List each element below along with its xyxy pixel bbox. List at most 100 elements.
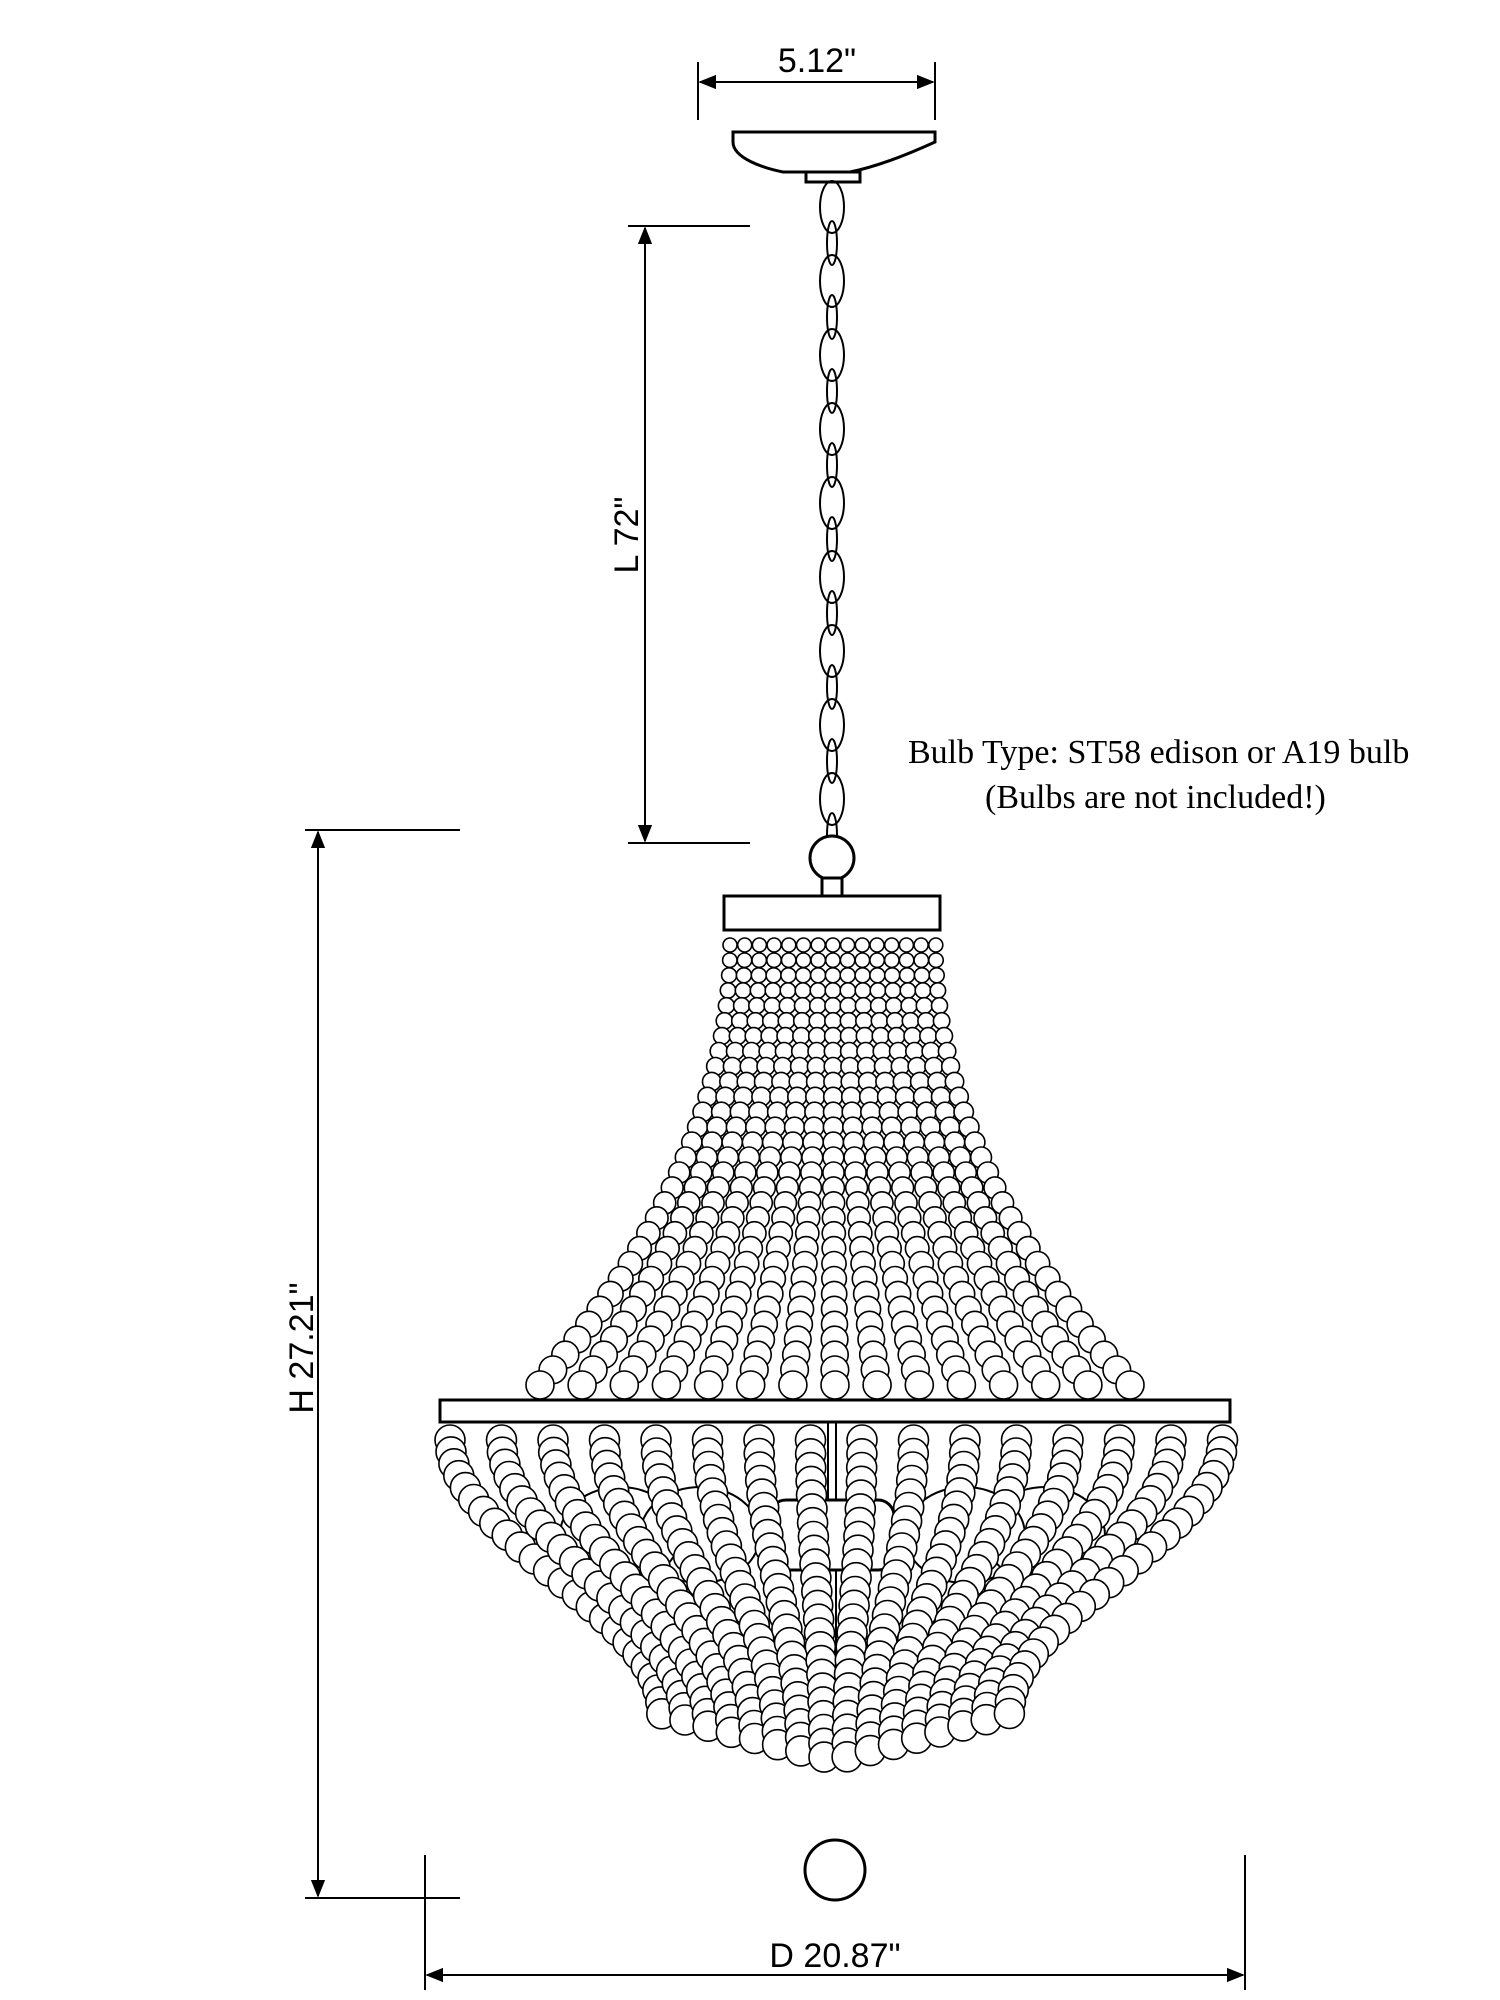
bead (744, 1026, 763, 1046)
bead (913, 937, 929, 953)
bead (721, 952, 738, 969)
bottom-finial (803, 1838, 867, 1902)
bead (854, 996, 873, 1015)
bead (735, 966, 753, 984)
bead (932, 1011, 951, 1030)
chain-link (826, 294, 838, 340)
bead (884, 981, 902, 999)
bead (918, 1026, 938, 1046)
chain-link (826, 220, 838, 266)
bead (736, 952, 753, 969)
bead (820, 1370, 850, 1400)
bead (730, 1011, 749, 1030)
bead (734, 981, 752, 999)
bead (869, 966, 886, 984)
bead (824, 966, 842, 984)
bead (869, 952, 886, 969)
bead (854, 966, 871, 984)
bead (839, 1011, 858, 1030)
bead (898, 966, 916, 984)
bead (927, 937, 944, 953)
upper-bead-strands (525, 937, 1145, 1400)
bulbs-not-included-note: (Bulbs are not included!) (985, 779, 1326, 816)
bead (712, 1026, 732, 1046)
bead (793, 996, 812, 1015)
chain-link (826, 442, 838, 488)
bead (722, 937, 738, 953)
bead (904, 1370, 935, 1400)
bead (746, 1011, 765, 1030)
bead (777, 1011, 796, 1030)
bead (1073, 1370, 1103, 1400)
bead (946, 1370, 977, 1400)
bead (728, 1026, 747, 1046)
chain-link (826, 738, 838, 784)
chain-link (819, 402, 845, 456)
canopy-width-dimension: 5.12" (697, 42, 936, 120)
bead (913, 952, 930, 969)
bead (913, 966, 931, 984)
chain-link (819, 328, 845, 382)
bead (869, 937, 885, 953)
bead (898, 952, 915, 969)
bead (854, 952, 871, 969)
height-dimension: H 27.21" (283, 829, 460, 1899)
bead (720, 966, 738, 984)
chain-link (819, 476, 845, 530)
bead (794, 981, 812, 999)
bead (934, 1026, 954, 1046)
bead (883, 952, 900, 969)
bead (651, 1370, 682, 1400)
bead (928, 966, 946, 984)
bead (693, 1370, 724, 1400)
bead (825, 937, 841, 953)
bead (780, 952, 797, 969)
bead (795, 952, 812, 969)
bead (903, 1026, 922, 1046)
bead (751, 952, 768, 969)
bead (901, 1011, 920, 1030)
bead (1030, 1370, 1061, 1400)
bead (839, 996, 858, 1015)
chain-link (819, 698, 845, 752)
diameter-dimension: D 20.87" (424, 1855, 1246, 1990)
bead (929, 981, 947, 999)
bead (839, 952, 856, 969)
bead (750, 966, 768, 984)
bead (869, 981, 887, 999)
bead (993, 1697, 1026, 1730)
bead (749, 981, 767, 999)
bead (927, 952, 944, 969)
bead (765, 952, 782, 969)
bead (914, 981, 932, 999)
bead (854, 981, 872, 999)
chain-length-dimension: L 72" (608, 225, 750, 844)
bead (883, 966, 901, 984)
bead (808, 1011, 827, 1030)
chain-link (819, 550, 845, 604)
bead (715, 1011, 734, 1030)
lower-bead-strands (434, 1424, 1239, 1773)
bead (795, 937, 812, 953)
bead (1115, 1370, 1145, 1400)
bead (809, 966, 827, 984)
bead (719, 981, 737, 999)
bead (839, 966, 857, 984)
bead (809, 981, 827, 999)
bead (884, 996, 903, 1015)
chain-link (826, 590, 838, 636)
bead (765, 966, 782, 984)
bead (780, 966, 797, 984)
bead (780, 937, 797, 953)
bead (778, 1370, 808, 1400)
chain-link (819, 180, 845, 234)
chain-link (819, 254, 845, 308)
middle-ring (438, 1398, 1232, 1424)
canopy (731, 130, 937, 184)
top-crown-plate (722, 894, 942, 932)
bead (810, 952, 827, 969)
bead (988, 1370, 1019, 1400)
bead (862, 1370, 892, 1400)
bead (747, 996, 766, 1015)
